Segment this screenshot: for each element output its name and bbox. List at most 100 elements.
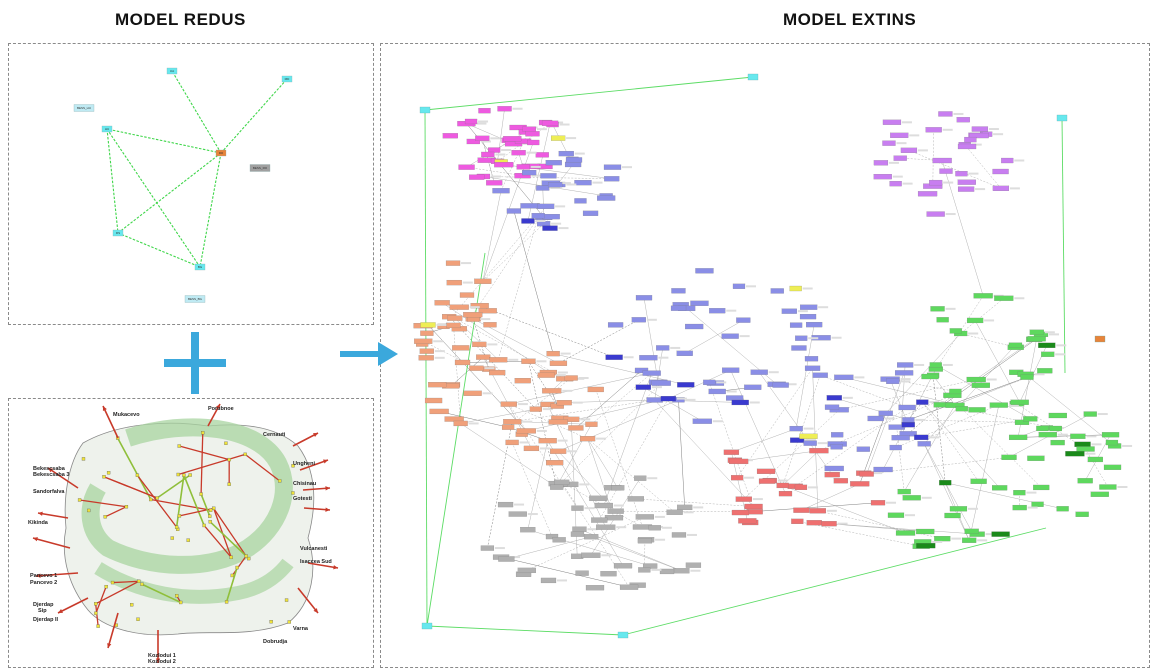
grid-node[interactable] xyxy=(873,174,892,180)
grid-node[interactable] xyxy=(955,171,968,177)
grid-node[interactable] xyxy=(758,478,776,484)
grid-node[interactable] xyxy=(916,543,936,549)
grid-node[interactable] xyxy=(824,465,844,472)
grid-node[interactable] xyxy=(666,509,683,515)
grid-node[interactable] xyxy=(1076,446,1095,452)
grid-node[interactable] xyxy=(522,169,537,176)
grid-node[interactable] xyxy=(542,225,558,231)
grid-node[interactable] xyxy=(501,424,515,430)
grid-node[interactable] xyxy=(806,321,823,328)
grid-node[interactable] xyxy=(1036,425,1049,432)
reduced-node-bess-hu[interactable]: BESS_HU xyxy=(73,104,95,112)
grid-node[interactable] xyxy=(723,449,740,455)
grid-node[interactable] xyxy=(474,278,492,284)
grid-node[interactable] xyxy=(469,174,485,180)
grid-node[interactable] xyxy=(542,388,562,394)
grid-node[interactable] xyxy=(550,484,564,490)
grid-node[interactable] xyxy=(670,305,687,311)
grid-node[interactable] xyxy=(949,328,962,334)
grid-node[interactable] xyxy=(498,556,515,562)
grid-node[interactable] xyxy=(778,490,793,497)
grid-node[interactable] xyxy=(503,136,522,142)
grid-node[interactable] xyxy=(582,210,599,216)
grid-node[interactable] xyxy=(991,531,1010,537)
grid-node[interactable] xyxy=(929,179,943,186)
grid-node[interactable] xyxy=(639,355,658,361)
grid-node[interactable] xyxy=(746,509,763,515)
grid-node[interactable] xyxy=(804,365,821,371)
grid-node[interactable] xyxy=(900,147,918,153)
grid-node[interactable] xyxy=(826,395,842,401)
grid-node[interactable] xyxy=(971,126,989,132)
grid-node[interactable] xyxy=(634,475,647,481)
grid-node[interactable] xyxy=(1029,329,1044,335)
grid-node[interactable] xyxy=(541,120,559,126)
grid-node[interactable] xyxy=(564,375,578,381)
grid-node[interactable] xyxy=(804,356,819,362)
grid-node[interactable] xyxy=(556,400,572,406)
grid-node[interactable] xyxy=(447,315,463,321)
grid-node[interactable] xyxy=(945,402,965,408)
grid-node[interactable] xyxy=(789,285,802,292)
grid-node[interactable] xyxy=(921,373,939,380)
grid-node[interactable] xyxy=(1077,478,1093,484)
grid-node[interactable] xyxy=(564,161,582,168)
grid-node[interactable] xyxy=(964,136,977,143)
grid-node[interactable] xyxy=(1050,439,1065,446)
grid-node[interactable] xyxy=(581,552,601,558)
grid-node[interactable] xyxy=(889,181,902,187)
grid-node[interactable] xyxy=(677,382,695,388)
grid-node[interactable] xyxy=(744,503,763,510)
grid-node[interactable] xyxy=(469,365,484,371)
boundary-node[interactable] xyxy=(419,106,431,114)
grid-node[interactable] xyxy=(424,397,443,404)
grid-node[interactable] xyxy=(476,354,491,360)
grid-node[interactable] xyxy=(1075,511,1089,517)
boundary-node[interactable] xyxy=(1094,335,1106,343)
grid-node[interactable] xyxy=(781,308,797,314)
grid-node[interactable] xyxy=(726,395,744,401)
grid-node[interactable] xyxy=(523,445,540,452)
grid-node[interactable] xyxy=(635,384,651,390)
grid-node[interactable] xyxy=(1013,490,1026,496)
grid-node[interactable] xyxy=(859,471,874,477)
grid-node[interactable] xyxy=(873,160,889,166)
grid-node[interactable] xyxy=(428,382,447,388)
grid-node[interactable] xyxy=(584,534,599,540)
grid-node[interactable] xyxy=(889,444,902,451)
grid-node[interactable] xyxy=(1008,434,1028,441)
grid-node[interactable] xyxy=(549,360,568,366)
grid-node[interactable] xyxy=(949,388,962,395)
grid-node[interactable] xyxy=(738,518,757,524)
grid-node[interactable] xyxy=(1056,506,1069,512)
grid-node[interactable] xyxy=(966,376,986,383)
grid-node[interactable] xyxy=(634,367,649,374)
grid-node[interactable] xyxy=(475,135,490,141)
grid-node[interactable] xyxy=(1048,412,1067,419)
grid-node[interactable] xyxy=(600,571,617,577)
grid-node[interactable] xyxy=(901,422,915,428)
grid-node[interactable] xyxy=(525,131,540,137)
grid-node[interactable] xyxy=(925,127,942,133)
grid-node[interactable] xyxy=(939,480,952,486)
grid-node[interactable] xyxy=(660,396,676,402)
grid-node[interactable] xyxy=(527,139,540,146)
grid-node[interactable] xyxy=(690,300,709,306)
grid-node[interactable] xyxy=(685,323,704,330)
grid-node[interactable] xyxy=(791,518,804,524)
grid-node[interactable] xyxy=(486,180,503,186)
grid-node[interactable] xyxy=(508,511,527,517)
grid-node[interactable] xyxy=(732,283,746,289)
grid-node[interactable] xyxy=(989,402,1008,408)
grid-node[interactable] xyxy=(446,322,461,329)
grid-node[interactable] xyxy=(992,185,1010,191)
grid-node[interactable] xyxy=(1070,433,1086,439)
reduced-node-bess-bg[interactable]: BESS_BG xyxy=(184,295,206,303)
grid-node[interactable] xyxy=(589,495,608,501)
grid-node[interactable] xyxy=(833,478,848,484)
grid-node[interactable] xyxy=(548,182,563,188)
grid-node[interactable] xyxy=(516,164,530,170)
grid-node[interactable] xyxy=(929,362,942,368)
grid-node[interactable] xyxy=(565,157,583,163)
reduced-node-bess-ro[interactable]: BESS_RO xyxy=(249,164,271,172)
